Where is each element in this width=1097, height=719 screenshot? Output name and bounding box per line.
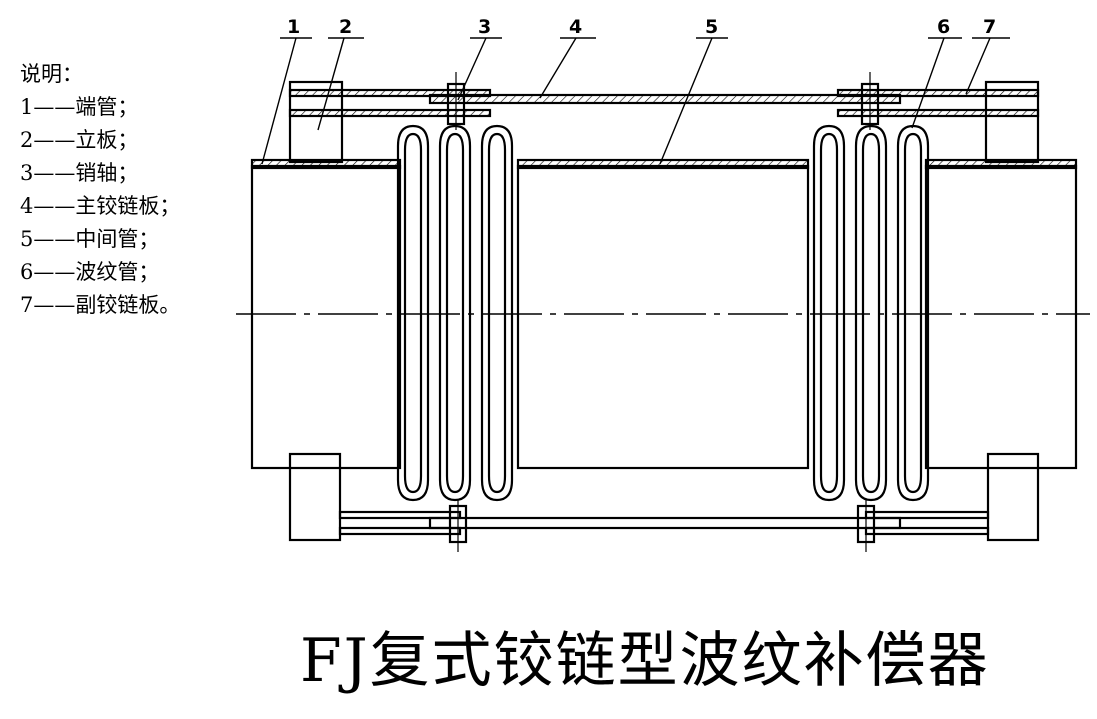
page-title: FJ复式铰链型波纹补偿器 [300,626,990,696]
callout-7: 7 [983,16,996,38]
callout-2: 2 [339,16,352,38]
callout-5: 5 [705,16,718,38]
bellows-right [812,124,930,502]
intermediate-pipe [516,164,810,470]
standing-plate-bottom-right [986,452,1040,542]
legend-item-2: 2——立板； [20,128,139,152]
standing-plate-bottom-left [288,452,342,542]
legend-heading: 说明： [20,62,83,86]
main-hinge-plate-bottom [428,516,902,530]
callout-3: 3 [478,16,491,38]
legend-item-3: 3——销轴； [20,161,139,185]
main-hinge-plate-top [428,93,902,105]
legend-item-5: 5——中间管； [20,227,160,251]
legend-item-1: 1——端管； [20,95,139,119]
callout-4: 4 [569,16,582,38]
callout-6: 6 [937,16,950,38]
legend-item-4: 4——主铰链板； [20,194,181,218]
callout-1: 1 [287,16,300,38]
legend-item-6: 6——波纹管； [20,260,160,284]
bellows-left [396,124,514,502]
standing-plate-top-right [984,80,1040,164]
legend: 说明： 1——端管； 2——立板； 3——销轴； 4——主铰链板； 5——中间管… [20,58,180,322]
standing-plate-top-left [288,80,344,164]
compensator-drawing: 1 2 3 4 5 6 7 [236,16,1090,552]
end-pipe-left [250,164,402,470]
secondary-hinge-plate-top-right [836,88,1040,98]
secondary-hinge-plate-top-left [288,88,492,98]
end-pipe-right [924,164,1078,470]
legend-item-7: 7——副铰链板。 [20,293,181,317]
